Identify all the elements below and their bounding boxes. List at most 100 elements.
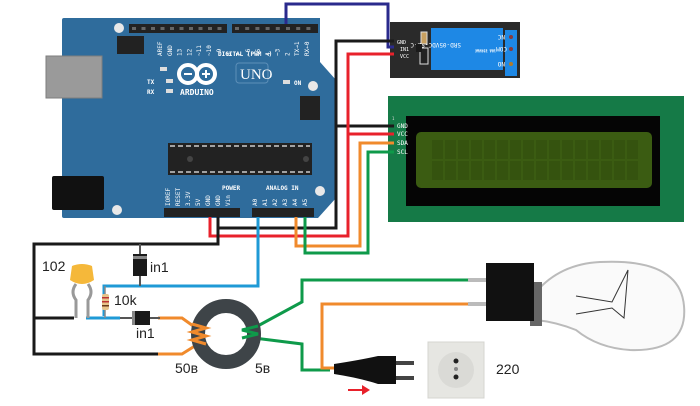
uno-badge [235,62,269,84]
analog-header-label: ANALOG IN [266,185,299,192]
power-pin-label-0: IOREF [165,188,172,206]
plug-body [334,356,396,384]
header-pin [189,27,193,30]
relay-led [420,31,428,45]
header-pin [255,27,260,30]
lcd-char-cell [432,140,443,159]
diode-top-body [133,254,147,276]
wire-secondary-to-lamp [253,278,468,330]
lcd-char-cell [432,161,443,180]
lcd-pin-index: 1 [392,116,395,121]
power-pin-label-2: 3.3V [185,191,192,206]
wire-a4-sda [294,141,394,248]
header-pin [179,27,184,30]
digital-pin-label-3: 12 [186,48,193,56]
lcd-char-cell [484,140,495,159]
diode-bottom-label: in1 [136,325,155,341]
tx-led [166,79,173,83]
lcd-char-cell [471,161,482,180]
lcd-char-cell [588,161,599,180]
lcd-char-cell [458,140,469,159]
relay-pin-gnd: GND [397,40,406,46]
lcd-char-cell [523,161,534,180]
analog-pin-label-5: A5 [302,198,309,206]
lcd-char-cell [445,161,456,180]
header-pin [198,27,203,30]
lcd-char-cell [614,161,625,180]
wire-gnd-loop [32,228,220,356]
lcd-char-cell [536,161,547,180]
power-header [164,208,240,217]
l-led [160,67,167,71]
lcd-char-cell [601,140,612,159]
lcd-char-cell [510,140,521,159]
analog-pin-label-1: A1 [262,198,269,206]
lcd-char-cell [497,161,508,180]
header-pin [151,27,155,30]
relay-pin-in1: IN1 [400,47,409,53]
relay-output-terminal [505,30,517,76]
lcd-pin-gnd: GND [397,123,408,130]
digital-pin-label-8: 7 [235,52,242,56]
relay-pin-com: COM [496,45,507,52]
relay-pin-no: NO [497,60,505,67]
wire-primary-top [158,316,197,330]
lcd-pin-vcc: VCC [397,131,408,138]
header-pin [217,27,222,30]
capacitor-102 [70,264,94,318]
digital-pin-label-0: AREF [157,41,164,56]
relay-pin-nc: NC [497,33,505,40]
digital-pin-label-13: 2 [284,52,291,56]
rx-led [166,89,173,93]
wire-relay-gnd [334,39,394,128]
header-pin [141,27,146,30]
wire-arduino-gnd [216,126,338,230]
digital-pin-label-15: RX←0 [304,41,311,56]
wire-primary-bottom [158,342,199,356]
rx-label: RX [147,89,155,96]
analog-pin-label-4: A4 [292,198,299,206]
toroid-transformer [186,299,261,369]
wire-lamp-to-plug [320,302,468,370]
lcd-char-cell [627,161,638,180]
arduino-brand: ARDUINO [180,88,214,97]
mount-hole [112,205,122,215]
relay-spec-1: 10A 250VAC [475,49,496,53]
lcd-char-cell [471,140,482,159]
header-pin [296,27,301,30]
lcd-char-cell [575,161,586,180]
digital-pin-label-5: ~10 [206,45,213,56]
lamp-socket [486,263,534,321]
power-pin-label-3: 5V [195,198,202,206]
lcd-char-cell [627,140,638,159]
analog-pin-label-2: A2 [272,198,279,206]
relay-coil [431,28,503,70]
mount-hole [315,186,325,196]
capacitor-label: 102 [42,258,66,274]
mount-hole [308,81,318,91]
primary-voltage-label: 50в [175,360,198,376]
primary-winding [186,322,212,346]
mount-hole [114,23,124,33]
digital-pin-label-10: ~5 [255,48,262,56]
lcd-character-cells [432,140,638,180]
lcd-char-cell [562,161,573,180]
wire-arduino-5v [208,134,350,238]
relay-module: SRD-05VDC-SL-C 10A 250VAC 10A 125VAC NC … [390,22,520,78]
lcd-char-cell [588,140,599,159]
analog-header [252,208,314,217]
bulb-glass [535,260,686,352]
analog-pin-label-3: A3 [282,198,289,206]
header-pin [170,27,174,30]
on-label: ON [294,80,302,87]
digital-pin-label-6: ~9 [216,48,223,56]
header-pin [286,27,290,30]
lcd-char-cell [575,140,586,159]
digital-header-left [129,24,227,33]
tx-label: TX [147,79,155,86]
logo-right-ring [195,63,217,85]
